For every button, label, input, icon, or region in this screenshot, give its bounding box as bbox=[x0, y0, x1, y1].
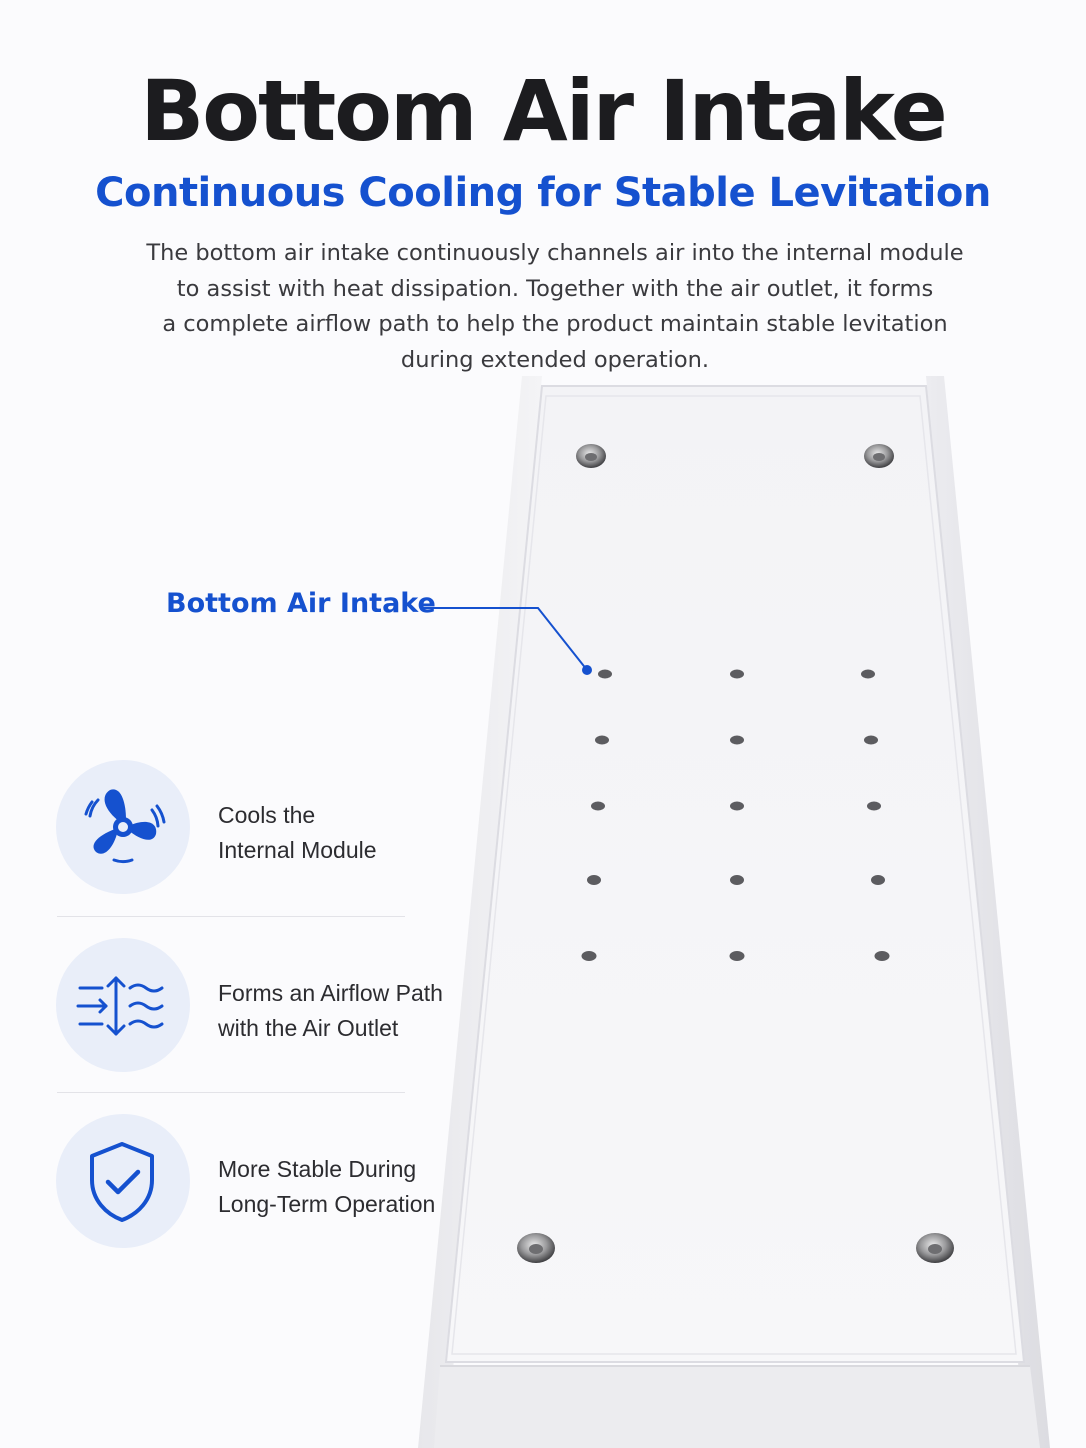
panel-inset bbox=[451, 395, 1017, 1355]
feature-text: More Stable During Long-Term Operation bbox=[218, 1152, 435, 1222]
callout-dot bbox=[582, 665, 592, 675]
feature-text-line: with the Air Outlet bbox=[218, 1015, 399, 1041]
screw bbox=[864, 444, 894, 468]
feature-text-line: More Stable During bbox=[218, 1156, 417, 1182]
page-title: Bottom Air Intake bbox=[140, 62, 947, 160]
feature-icon-circle bbox=[56, 760, 190, 894]
screw bbox=[517, 1233, 555, 1263]
callout-leader-line bbox=[422, 607, 588, 671]
feature-divider bbox=[57, 916, 405, 917]
airflow-icon bbox=[76, 976, 164, 1036]
feature-text-line: Forms an Airflow Path bbox=[218, 980, 443, 1006]
shield-check-icon bbox=[90, 1142, 154, 1222]
feature-stability: More Stable During Long-Term Operation bbox=[56, 1114, 436, 1250]
feature-cooling: Cools the Internal Module bbox=[56, 760, 436, 896]
feature-text: Forms an Airflow Path with the Air Outle… bbox=[218, 976, 443, 1046]
description-line: a complete airflow path to help the prod… bbox=[162, 311, 948, 337]
feature-text-line: Cools the bbox=[218, 802, 316, 828]
callout-label: Bottom Air Intake bbox=[166, 588, 436, 619]
feature-text-line: Internal Module bbox=[218, 837, 377, 863]
description-line: The bottom air intake continuously chann… bbox=[146, 240, 964, 266]
feature-text-line: Long-Term Operation bbox=[218, 1191, 436, 1217]
panel-lower-band bbox=[434, 1366, 1040, 1448]
screw bbox=[916, 1233, 954, 1263]
feature-icon-circle bbox=[56, 938, 190, 1072]
feature-text: Cools the Internal Module bbox=[218, 798, 377, 868]
description-line: during extended operation. bbox=[400, 346, 710, 373]
screw bbox=[576, 444, 606, 468]
feature-icon-circle bbox=[56, 1114, 190, 1248]
air-intake-holes bbox=[581, 669, 890, 961]
page-subtitle: Continuous Cooling for Stable Levitation bbox=[95, 170, 991, 216]
feature-divider bbox=[57, 1092, 405, 1093]
panel-face bbox=[444, 385, 1026, 1363]
fan-icon bbox=[84, 789, 166, 864]
panel-left-rim bbox=[418, 376, 542, 1448]
description-line: to assist with heat dissipation. Togethe… bbox=[176, 275, 934, 302]
panel-right-rim bbox=[926, 376, 1050, 1448]
description: The bottom air intake continuously chann… bbox=[140, 236, 970, 378]
feature-airflow: Forms an Airflow Path with the Air Outle… bbox=[56, 938, 443, 1074]
